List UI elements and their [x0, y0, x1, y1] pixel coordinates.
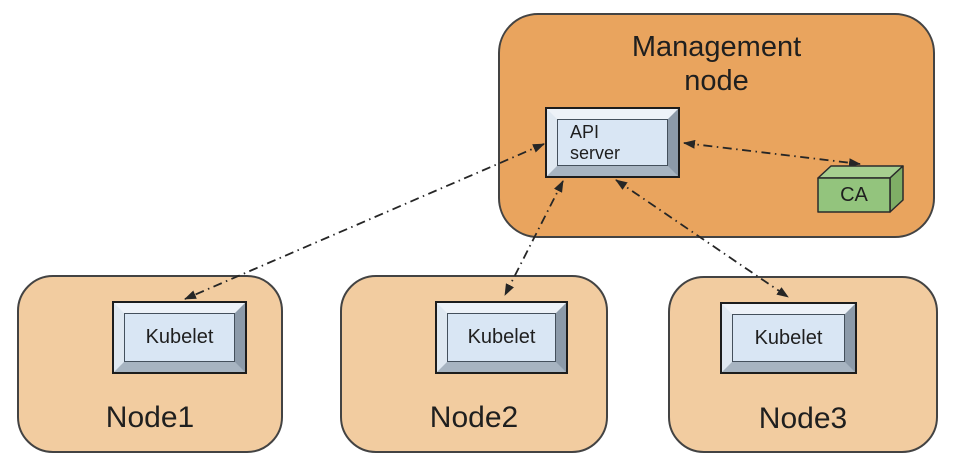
management-node-title: Management node — [631, 31, 802, 97]
node2-kubelet-label: Kubelet — [467, 326, 536, 348]
api-server-label: API server — [570, 121, 621, 163]
node2-kubelet-box: Kubelet — [435, 301, 568, 374]
node3-kubelet-box: Kubelet — [720, 302, 857, 374]
api-server-bevel: API server — [547, 109, 678, 176]
node3-kubelet-bevel: Kubelet — [722, 304, 855, 372]
ca-label: CA — [840, 183, 868, 206]
node1-label: Node1 — [105, 401, 195, 434]
api-server-box: API server — [545, 107, 680, 178]
node2-kubelet-bevel: Kubelet — [437, 303, 566, 372]
node1-kubelet-label: Kubelet — [145, 326, 214, 348]
node3-kubelet-label: Kubelet — [754, 326, 823, 349]
node3-label: Node3 — [758, 402, 848, 435]
node1-kubelet-bevel: Kubelet — [114, 303, 245, 372]
node1-kubelet-box: Kubelet — [112, 301, 247, 374]
node2-label: Node2 — [429, 401, 519, 434]
